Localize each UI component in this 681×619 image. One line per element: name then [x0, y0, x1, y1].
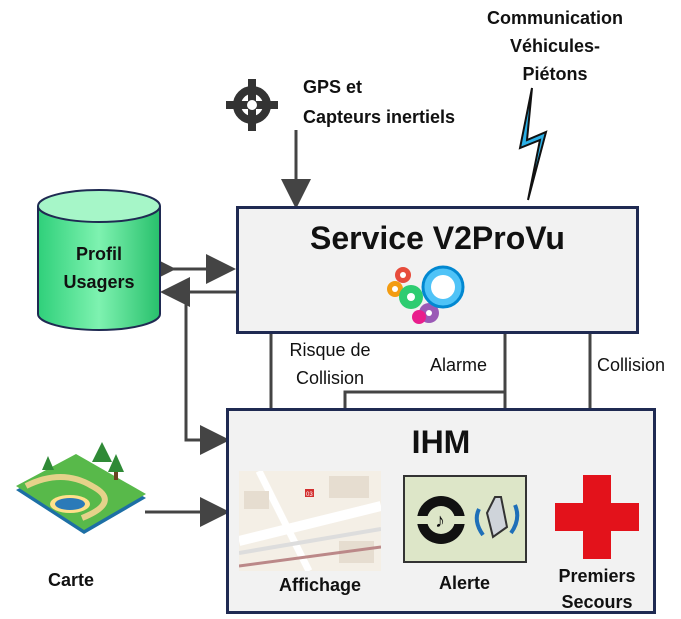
alarme-label: Alarme — [430, 355, 488, 375]
alerte-panel: ♪ — [403, 475, 527, 563]
secours-label-line2: Secours — [561, 592, 633, 612]
collision-label: Collision — [597, 355, 666, 375]
risque-collision-label: Risque de Collision — [275, 338, 385, 390]
map-marker-label: 03 — [306, 492, 313, 498]
ihm-box: IHM 03 Affichage ♪ Alerte Premiers Secou… — [226, 408, 656, 614]
sound-alert-icon: ♪ — [417, 496, 520, 544]
gps-label-line1: GPS et — [303, 77, 363, 97]
comm-label-line2: Véhicules- — [509, 36, 601, 56]
map-display-image: 03 — [239, 471, 381, 571]
map-landscape-icon — [16, 442, 146, 534]
risque-label-line1: Risque de — [289, 340, 371, 360]
svg-text:♪: ♪ — [435, 510, 445, 532]
profil-usagers-label: Profil Usagers — [34, 242, 164, 294]
comm-label-line1: Communication — [486, 8, 623, 28]
wireless-bolt-icon — [518, 87, 548, 201]
comm-label-line3: Piétons — [522, 64, 588, 84]
profil-ihm-arrow — [184, 290, 236, 455]
database-cylinder-icon — [37, 189, 161, 331]
affichage-label: Affichage — [279, 575, 362, 595]
ihm-title: IHM — [411, 424, 471, 460]
gps-label-line2: Capteurs inertiels — [303, 107, 456, 127]
service-title: Service V2ProVu — [310, 220, 565, 256]
profil-label-line1: Profil — [75, 244, 122, 264]
profil-label-line2: Usagers — [63, 272, 135, 292]
gears-icon — [387, 265, 465, 324]
alerte-label: Alerte — [439, 573, 491, 593]
gps-label: GPS et Capteurs inertiels — [303, 75, 455, 129]
service-v2provu-box: Service V2ProVu — [236, 206, 639, 334]
communication-label: Communication Véhicules- Piétons — [455, 6, 655, 86]
red-cross-icon — [555, 475, 639, 559]
gps-crosshair-icon — [226, 79, 278, 131]
risque-label-line2: Collision — [295, 368, 365, 388]
carte-label: Carte — [48, 570, 95, 590]
secours-label-line1: Premiers — [558, 566, 636, 586]
premiers-secours-label: Premiers Secours — [541, 564, 653, 614]
